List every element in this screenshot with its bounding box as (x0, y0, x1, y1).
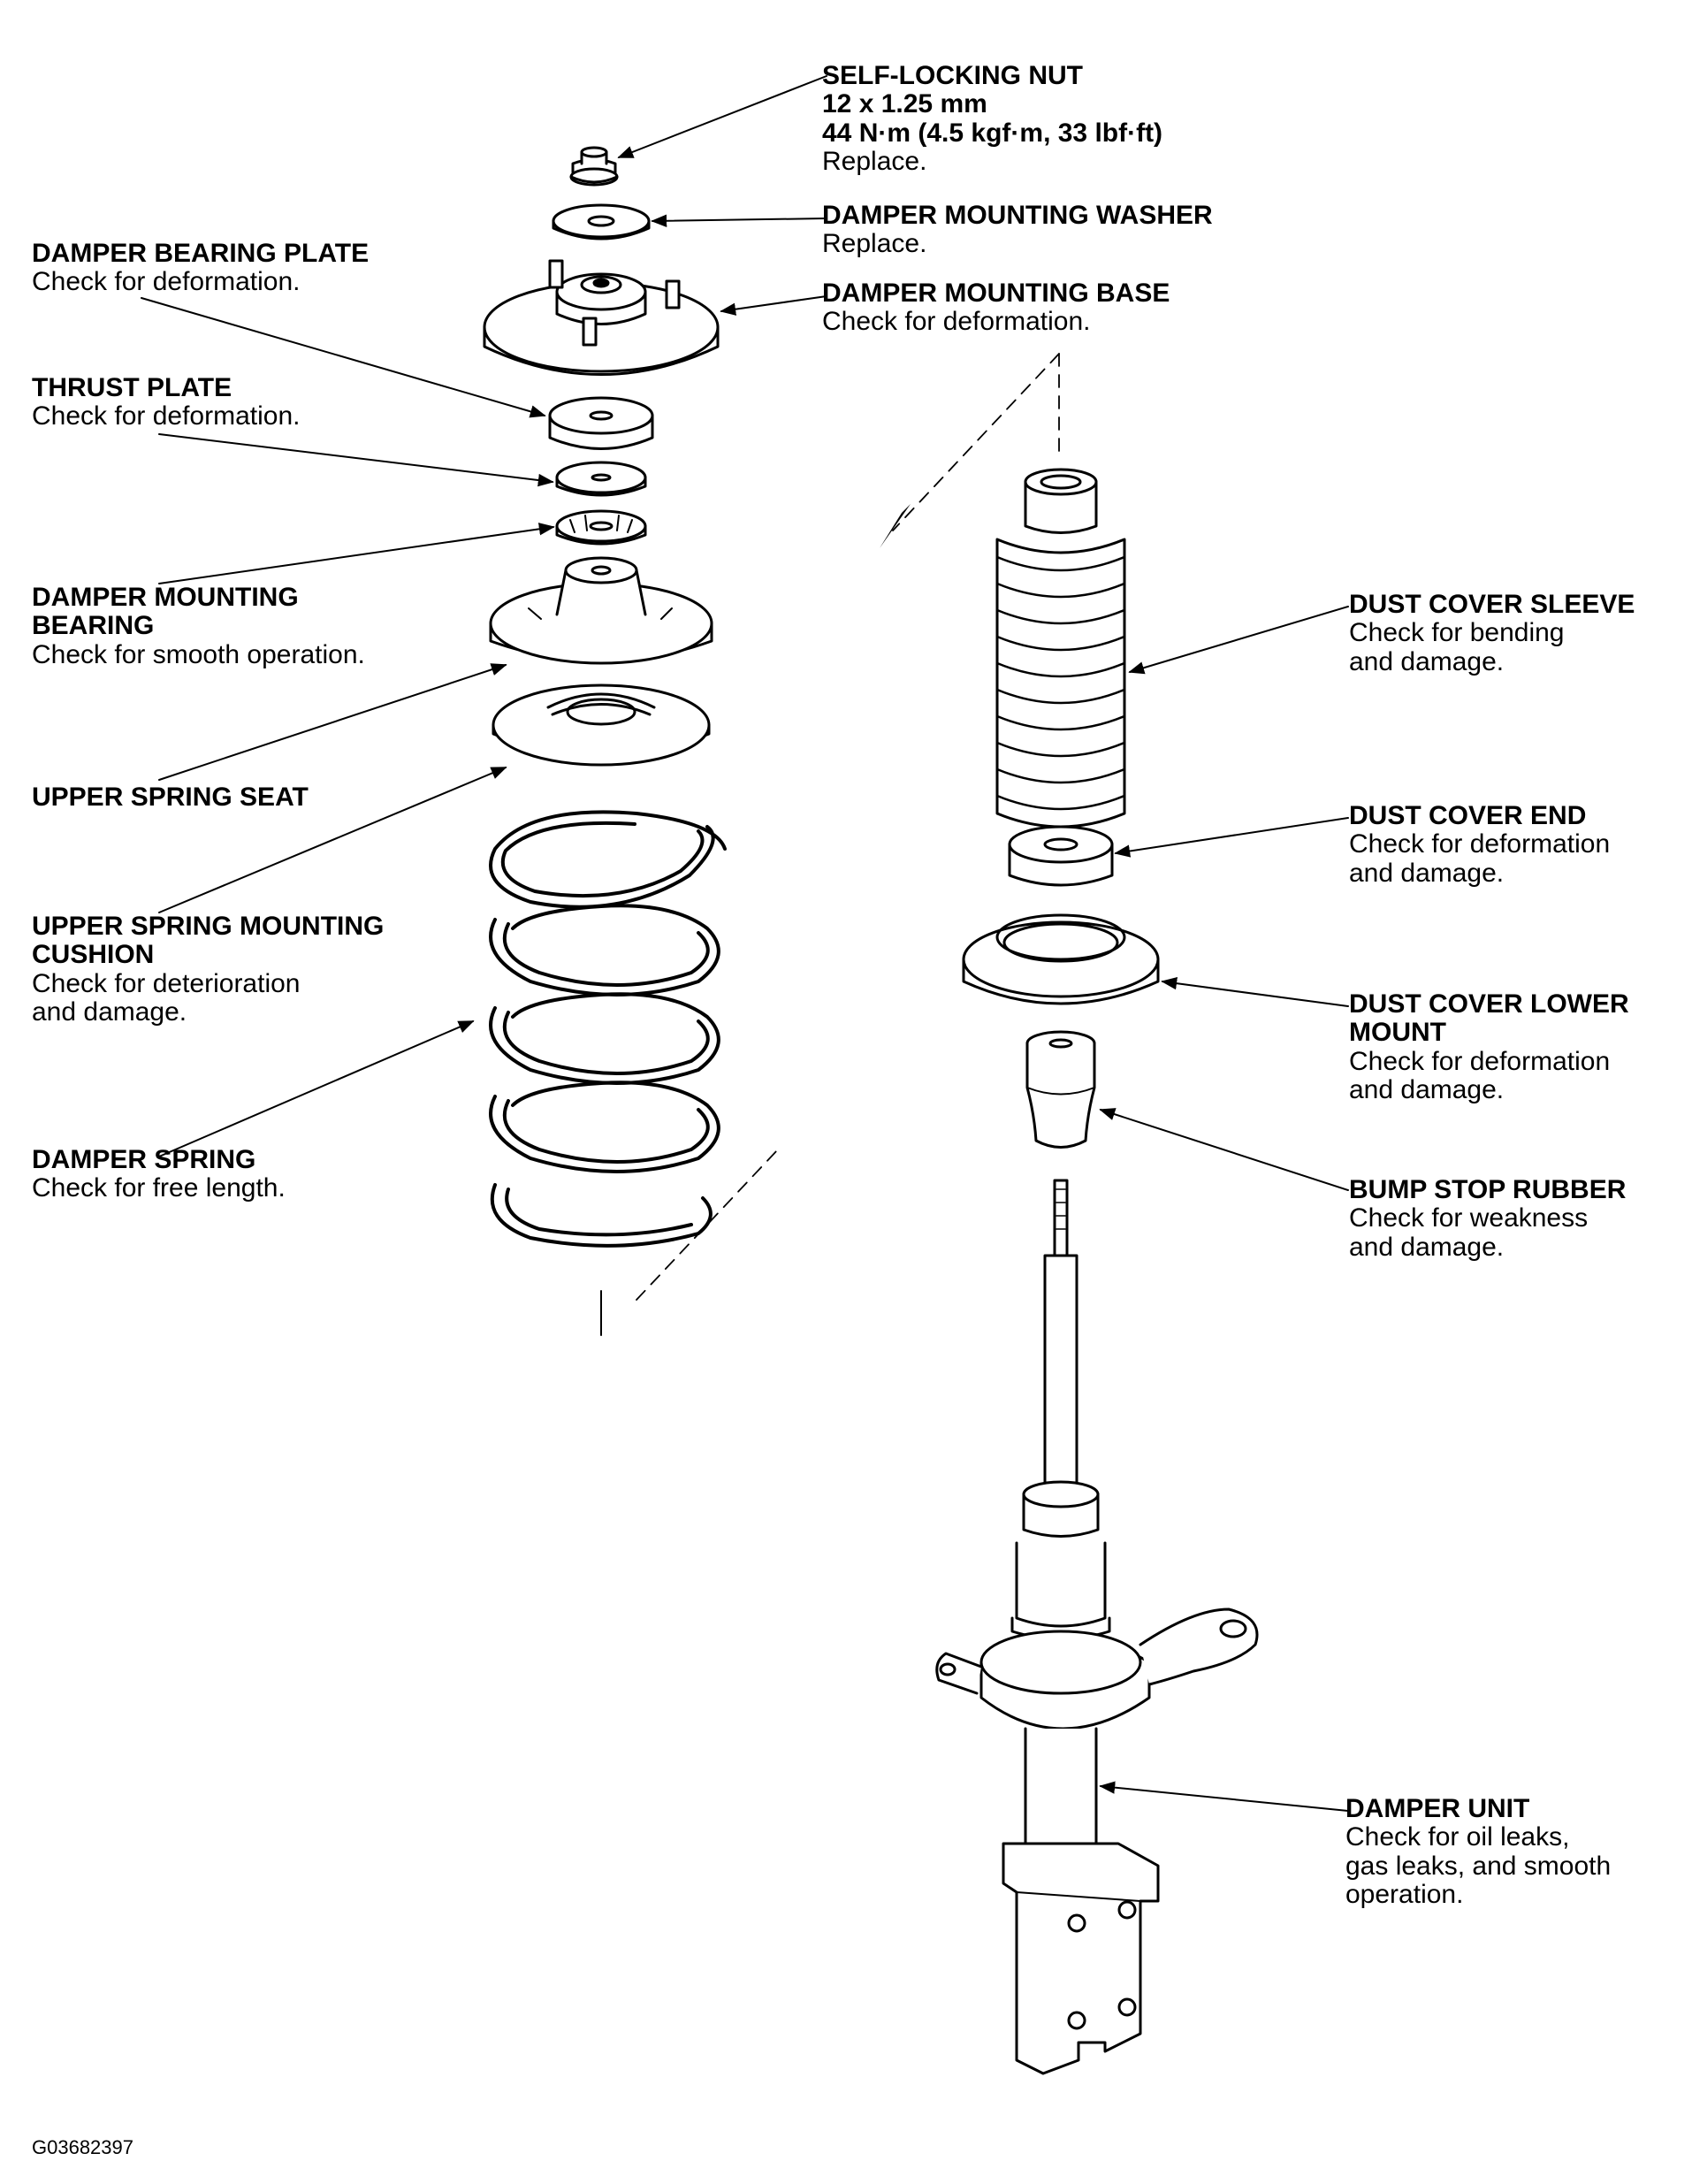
bump-stop-rubber-drawing (1025, 1030, 1096, 1149)
dust-cover-sleeve-drawing (995, 468, 1126, 829)
damper-bearing-plate-drawing (548, 396, 654, 450)
callout-note: Replace. (822, 229, 927, 259)
callout-title: CUSHION (32, 940, 155, 970)
damper-mounting-base-drawing (483, 259, 720, 376)
leader-bump-stop-rubber (1099, 1108, 1349, 1191)
callout-dust-cover-end: DUST COVER END Check for deformation and… (1349, 801, 1611, 888)
alignment-arrowhead-upper (880, 504, 911, 548)
alignment-arrowhead-lower (760, 1132, 787, 1167)
callout-torque: 44 N·m (4.5 kgf·m, 33 lbf·ft) (822, 118, 1163, 148)
callout-note: Check for deformation (1349, 1046, 1611, 1076)
callout-damper-unit: DAMPER UNIT Check for oil leaks, gas lea… (1345, 1794, 1612, 1910)
callout-title: DUST COVER LOWER (1349, 989, 1629, 1019)
callout-title: UPPER SPRING MOUNTING (32, 912, 385, 941)
leader-self-locking-nut (617, 75, 827, 158)
callout-damper-mounting-washer: DAMPER MOUNTING WASHER Replace. (822, 201, 1213, 259)
callout-note: and damage. (1349, 858, 1505, 888)
mounting-bearing-ring-drawing (555, 509, 647, 546)
callout-note: Check for deformation. (32, 267, 301, 297)
callout-note: Check for free length. (32, 1173, 286, 1203)
callout-note: Check for bending (1349, 618, 1565, 648)
callout-title: DUST COVER SLEEVE (1349, 590, 1635, 619)
callout-note: Replace. (822, 147, 927, 177)
callout-note: gas leaks, and smooth (1345, 1851, 1612, 1881)
self-locking-nut-drawing (569, 146, 619, 187)
dust-cover-lower-mount-drawing (962, 913, 1160, 1005)
callout-note: and damage. (1349, 646, 1505, 676)
upper-spring-seat-drawing (492, 683, 711, 767)
damper-spring-drawing (489, 810, 727, 1248)
leader-damper-unit (1099, 1781, 1349, 1812)
thrust-plate-drawing (555, 461, 647, 497)
dust-cover-end-drawing (1008, 825, 1114, 887)
callout-damper-mounting-bearing: DAMPER MOUNTING BEARING Check for smooth… (32, 583, 365, 669)
callout-damper-spring: DAMPER SPRING Check for free length. (32, 1145, 286, 1203)
callout-title: DAMPER MOUNTING WASHER (822, 201, 1213, 230)
callout-title: MOUNT (1349, 1018, 1446, 1048)
callout-dust-cover-sleeve: DUST COVER SLEEVE Check for bending and … (1349, 590, 1635, 676)
callout-note: Check for weakness (1349, 1203, 1589, 1233)
callout-note: and damage. (1349, 1075, 1505, 1105)
callout-note: Check for deterioration (32, 968, 301, 998)
callout-note: Check for smooth operation. (32, 639, 365, 669)
alignment-line-diagonal-lower (636, 1149, 779, 1301)
callout-self-locking-nut: SELF-LOCKING NUT 12 x 1.25 mm 44 N·m (4.… (822, 61, 1163, 177)
leader-dust-cover-lower-mount (1161, 977, 1349, 1007)
alignment-line-diagonal-upper (892, 353, 1060, 531)
callout-bump-stop-rubber: BUMP STOP RUBBER Check for weakness and … (1349, 1175, 1627, 1262)
callout-title: 12 x 1.25 mm (822, 89, 987, 119)
callout-title: DUST COVER END (1349, 801, 1587, 830)
callout-title: DAMPER MOUNTING (32, 583, 299, 612)
damper-unit-drawing (935, 1179, 1259, 2075)
callout-upper-spring-seat: UPPER SPRING SEAT (32, 783, 309, 812)
callout-title: DAMPER SPRING (32, 1145, 256, 1174)
callout-thrust-plate: THRUST PLATE Check for deformation. (32, 373, 301, 431)
callout-title: THRUST PLATE (32, 373, 232, 402)
leader-damper-spring (158, 1020, 475, 1157)
leader-damper-mounting-base (720, 295, 827, 316)
callout-note: Check for oil leaks, (1345, 1822, 1570, 1852)
callout-title: SELF-LOCKING NUT (822, 61, 1083, 90)
leader-damper-mounting-bearing (158, 523, 555, 584)
callout-upper-spring-mounting-cushion: UPPER SPRING MOUNTING CUSHION Check for … (32, 912, 385, 1027)
leader-dust-cover-end (1114, 817, 1349, 858)
callout-note: operation. (1345, 1880, 1464, 1910)
callout-note: and damage. (32, 997, 187, 1027)
leader-damper-mounting-washer (651, 214, 827, 227)
figure-id: G03682397 (32, 2136, 133, 2158)
callout-title: DAMPER UNIT (1345, 1794, 1530, 1823)
leader-dust-cover-sleeve (1128, 606, 1349, 675)
callout-title: BEARING (32, 611, 155, 641)
callout-damper-mounting-base: DAMPER MOUNTING BASE Check for deformati… (822, 279, 1170, 337)
callout-note: and damage. (1349, 1232, 1505, 1262)
callout-note: Check for deformation. (32, 401, 301, 431)
callout-damper-bearing-plate: DAMPER BEARING PLATE Check for deformati… (32, 239, 370, 297)
callout-title: BUMP STOP RUBBER (1349, 1175, 1627, 1204)
leader-damper-bearing-plate (141, 297, 546, 418)
callout-note: Check for deformation (1349, 829, 1611, 859)
callout-title: DAMPER BEARING PLATE (32, 239, 370, 268)
leader-upper-spring-mounting-cushion (158, 767, 507, 913)
callout-title: UPPER SPRING SEAT (32, 783, 309, 812)
callout-title: DAMPER MOUNTING BASE (822, 279, 1170, 308)
leader-lines (141, 75, 1349, 1812)
damper-mounting-washer-drawing (552, 203, 651, 241)
callout-note: Check for deformation. (822, 307, 1091, 337)
damper-mounting-bearing-drawing (489, 556, 713, 665)
callout-dust-cover-lower-mount: DUST COVER LOWER MOUNT Check for deforma… (1349, 989, 1629, 1105)
leader-upper-spring-seat (158, 663, 507, 781)
leader-thrust-plate (158, 433, 554, 487)
